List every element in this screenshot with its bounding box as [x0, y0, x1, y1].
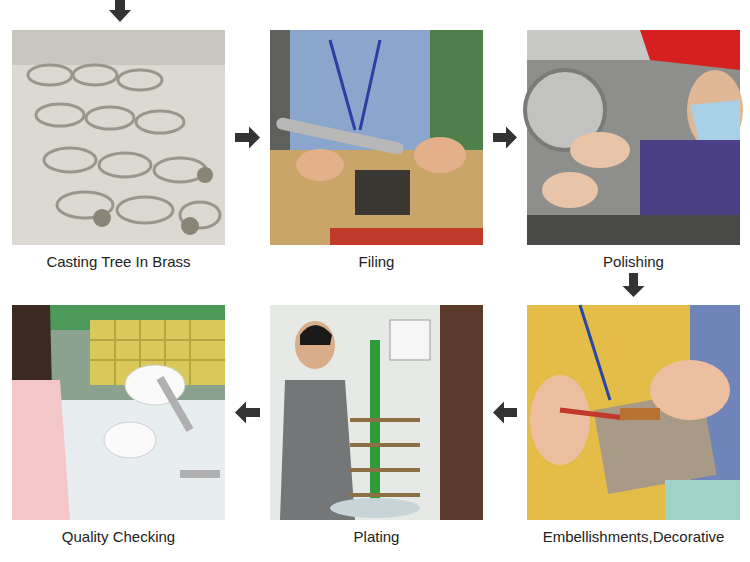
step-caption: Filing: [270, 253, 483, 271]
arrow-head: [493, 402, 504, 424]
photo-area: [527, 305, 740, 520]
casting-photo: [12, 30, 225, 245]
arrow-head: [506, 127, 517, 149]
arrow-head: [235, 402, 246, 424]
arrow-shaft: [504, 408, 517, 417]
plating-photo: [270, 305, 483, 520]
step-caption: Casting Tree In Brass: [12, 253, 225, 271]
flow-arrow: [493, 402, 517, 424]
arrow-shaft: [235, 133, 249, 142]
polishing-photo: [525, 30, 743, 245]
step-caption: Embellishments,Decorative: [527, 528, 740, 546]
arrow-shaft: [493, 133, 506, 142]
photo-area: [270, 30, 483, 245]
process-step: Filing: [270, 30, 483, 271]
arrow-head: [623, 286, 645, 297]
arrow-shaft: [629, 273, 638, 286]
arrow-shaft: [246, 408, 260, 417]
photo-area: [12, 30, 225, 245]
photo-area: [270, 305, 483, 520]
inspection-photo: [12, 305, 225, 520]
step-caption: Quality Checking: [12, 528, 225, 546]
step-caption: Plating: [270, 528, 483, 546]
step-caption: Polishing: [527, 253, 740, 271]
process-step: Polishing: [527, 30, 740, 271]
flow-arrow: [493, 127, 517, 149]
entry-arrow: [109, 0, 131, 22]
process-step: Casting Tree In Brass: [12, 30, 225, 271]
process-step: Embellishments,Decorative: [527, 305, 740, 546]
process-step: Quality Checking: [12, 305, 225, 546]
flow-arrow: [623, 273, 645, 297]
flow-arrow: [235, 127, 260, 149]
photo-area: [527, 30, 740, 245]
flow-arrow: [235, 402, 260, 424]
photo-area: [12, 305, 225, 520]
filing-photo: [270, 30, 483, 245]
process-step: Plating: [270, 305, 483, 546]
arrow-head: [249, 127, 260, 149]
decorating-photo: [527, 305, 740, 520]
